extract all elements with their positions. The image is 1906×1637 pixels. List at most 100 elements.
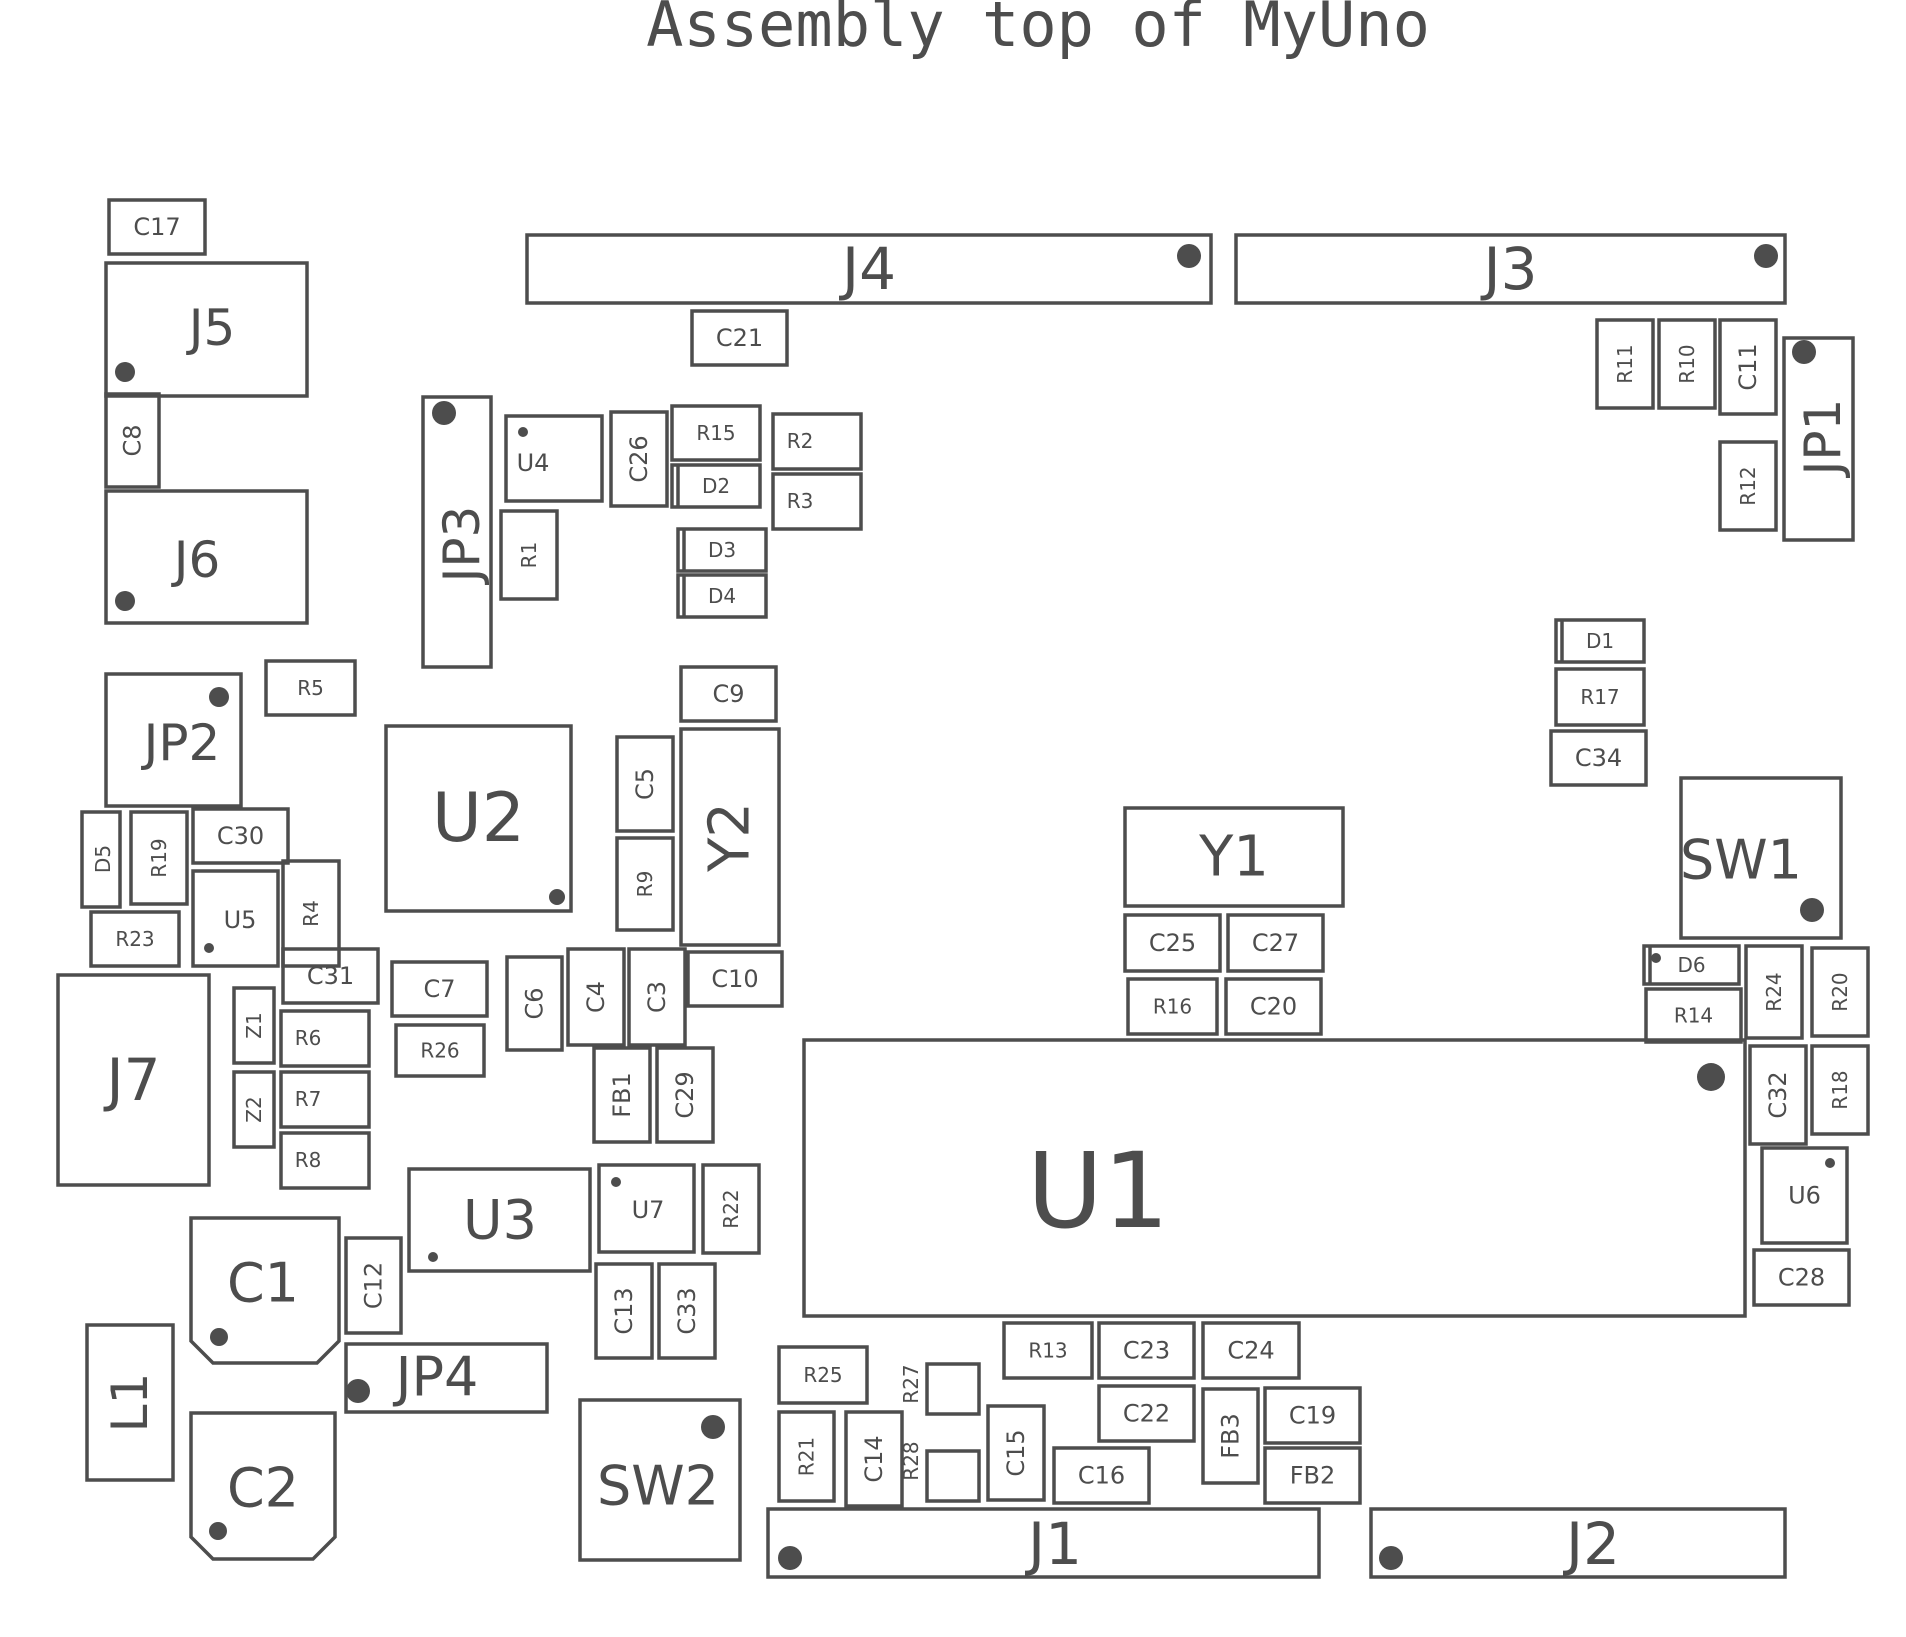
refdes-label: C4 <box>582 981 610 1013</box>
component-outline <box>592 1046 652 1144</box>
refdes-label: R6 <box>295 1026 322 1050</box>
component-outline <box>390 960 489 1018</box>
component-outline <box>384 724 573 913</box>
pin1-marker <box>432 401 456 425</box>
component-outline <box>264 659 357 717</box>
component-outline <box>281 947 380 1005</box>
refdes-label: D5 <box>91 845 115 873</box>
component-outline <box>129 810 189 906</box>
refdes-label: R27 <box>899 1364 923 1403</box>
component-outline <box>191 807 290 865</box>
pin1-marker <box>1754 244 1778 268</box>
component-outline <box>1126 977 1219 1036</box>
component-outline <box>615 836 675 932</box>
pin1-marker <box>701 1415 725 1439</box>
component-outline <box>85 1323 175 1482</box>
component-j6: J6 <box>104 489 309 625</box>
component-r14: R14 <box>1644 987 1743 1044</box>
refdes-label: C22 <box>1123 1400 1170 1428</box>
component-outline <box>1744 944 1804 1040</box>
refdes-label: JP1 <box>1794 399 1852 479</box>
refdes-label: C7 <box>423 975 455 1003</box>
component-outline <box>279 1131 371 1190</box>
refdes-label: C9 <box>712 680 744 708</box>
component-fb2: FB2 <box>1263 1446 1362 1505</box>
component-j7: J7 <box>56 973 211 1187</box>
component-u1: U1 <box>802 1038 1747 1318</box>
component-outline <box>566 947 626 1047</box>
refdes-label: JP2 <box>141 714 221 772</box>
refdes-label: R24 <box>1762 972 1786 1011</box>
component-outline <box>777 1410 836 1503</box>
component-outline <box>191 869 280 968</box>
refdes-label: C32 <box>1764 1071 1792 1118</box>
pin1-marker <box>210 1328 228 1346</box>
refdes-label: R15 <box>696 421 735 445</box>
component-outline <box>394 1023 486 1078</box>
component-outline <box>279 1070 371 1129</box>
component-outline <box>1644 987 1743 1044</box>
component-r9: R9 <box>615 836 675 932</box>
pin1-marker <box>611 1177 621 1187</box>
component-r7: R7 <box>279 1070 371 1129</box>
component-c25: C25 <box>1123 913 1222 973</box>
component-c15: C15 <box>986 1404 1046 1502</box>
component-r10: R10 <box>1657 318 1717 410</box>
component-outline <box>1748 1044 1808 1146</box>
pin1-marker <box>115 362 135 382</box>
component-outline <box>1642 944 1741 986</box>
component-r27: R27 <box>899 1362 981 1416</box>
pin1-marker <box>1651 953 1661 963</box>
component-c17: C17 <box>107 198 207 256</box>
component-outline <box>1554 667 1646 727</box>
component-r5: R5 <box>264 659 357 717</box>
component-outline <box>344 1236 403 1335</box>
refdes-label: C28 <box>1778 1264 1825 1292</box>
component-outline <box>686 950 784 1008</box>
component-c7: C7 <box>390 960 489 1018</box>
component-c30: C30 <box>191 807 290 865</box>
component-outline <box>1234 233 1787 305</box>
refdes-label: FB1 <box>608 1072 636 1118</box>
refdes-label: R18 <box>1828 1070 1852 1109</box>
component-r22: R22 <box>701 1163 761 1255</box>
component-outline <box>802 1038 1747 1318</box>
component-c2: C2 <box>189 1411 337 1561</box>
refdes-label: C1 <box>227 1252 299 1315</box>
refdes-label: C34 <box>1575 744 1622 772</box>
component-sw2: SW2 <box>578 1398 742 1562</box>
pin1-marker <box>1825 1158 1835 1168</box>
refdes-label: J2 <box>1563 1510 1620 1578</box>
refdes-label: J5 <box>186 299 236 357</box>
component-outline <box>925 1362 981 1416</box>
component-outline <box>670 404 762 462</box>
component-outline <box>844 1410 904 1508</box>
component-outline <box>104 672 243 808</box>
refdes-label: D6 <box>1677 953 1705 977</box>
refdes-label: R25 <box>803 1363 842 1387</box>
component-c5: C5 <box>615 735 675 833</box>
component-d5: D5 <box>80 810 122 909</box>
refdes-label: R5 <box>297 676 324 700</box>
refdes-label: J4 <box>839 235 896 303</box>
refdes-label: R16 <box>1153 995 1192 1019</box>
refdes-label: Z1 <box>242 1012 266 1038</box>
component-outline <box>1718 440 1778 532</box>
refdes-label: FB3 <box>1217 1413 1245 1459</box>
component-outline <box>594 1262 654 1360</box>
component-j4: J4 <box>525 233 1213 305</box>
refdes-label: U2 <box>432 779 525 858</box>
refdes-label: U4 <box>517 449 550 477</box>
refdes-label: SW1 <box>1680 829 1802 892</box>
pin1-marker <box>1792 340 1816 364</box>
component-j1: J1 <box>766 1507 1321 1579</box>
component-u4: U4 <box>504 414 604 503</box>
refdes-label: JP3 <box>433 506 491 586</box>
component-c8: C8 <box>104 392 161 489</box>
component-outline <box>1263 1446 1362 1505</box>
component-outline <box>1123 913 1222 973</box>
refdes-label: C5 <box>631 768 659 800</box>
refdes-label: U5 <box>224 906 257 934</box>
component-outline <box>925 1449 981 1503</box>
component-y2: Y2 <box>679 727 781 947</box>
